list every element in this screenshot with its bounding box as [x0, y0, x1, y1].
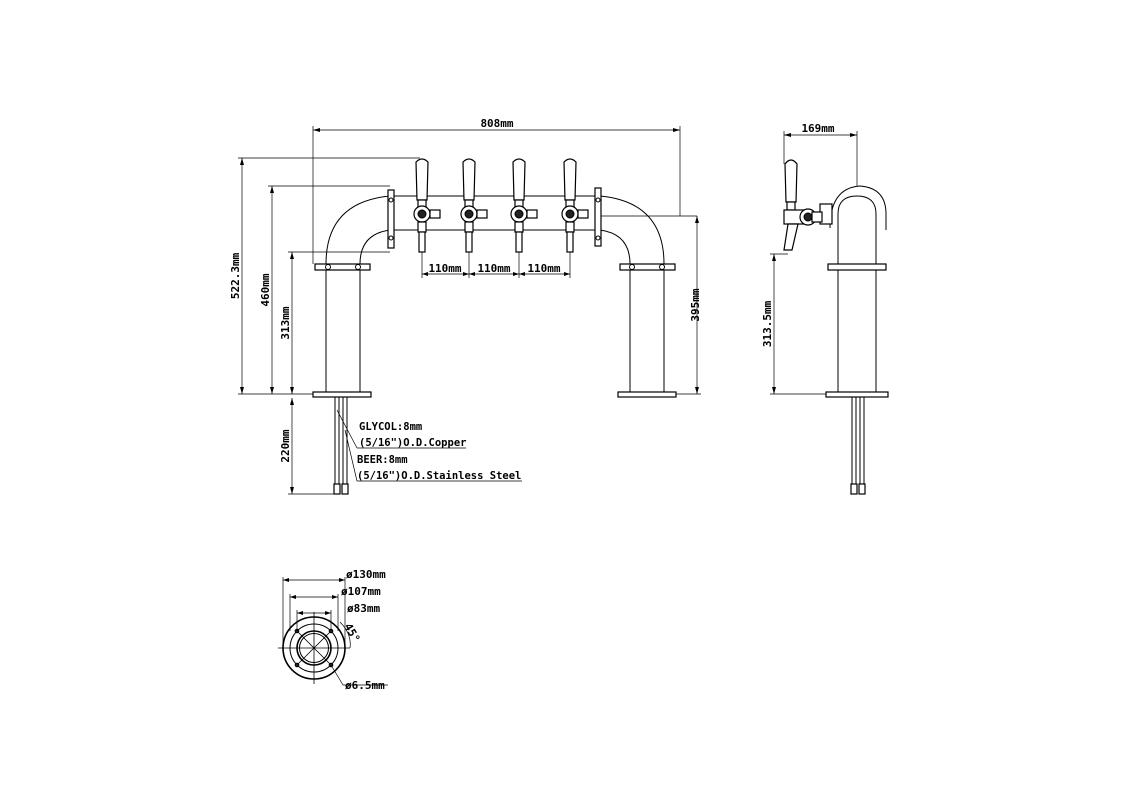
dim-flange-107: ø107mm	[289, 585, 381, 631]
dim-169-label: 169mm	[801, 122, 834, 135]
dim-460-label: 460mm	[259, 273, 272, 306]
dim-flange-hole: ø6.5mm	[330, 664, 388, 692]
dim-tap-spacing: 110mm 110mm 110mm	[421, 252, 571, 278]
dim-313-label: 313mm	[279, 306, 292, 339]
flange-view: ø130mm ø107mm ø83mm 45° ø6.5mm	[278, 568, 388, 692]
dim-shank-220: 220mm	[279, 398, 335, 495]
dim-width-808: 808mm	[312, 117, 681, 264]
tap-spacing-3: 110mm	[527, 262, 560, 275]
dia-107-label: ø107mm	[341, 585, 381, 598]
note-beer: BEER:8mm	[357, 454, 408, 466]
dim-height-522: 522.3mm	[229, 157, 420, 395]
dim-flange-angle: 45°	[339, 621, 363, 649]
tap-spacing-1: 110mm	[428, 262, 461, 275]
left-elbow	[325, 189, 395, 265]
right-elbow	[594, 187, 697, 265]
dim-808-label: 808mm	[480, 117, 513, 130]
dia-83-label: ø83mm	[347, 602, 380, 615]
tap-2	[460, 158, 488, 253]
dim-side-169: 169mm	[783, 122, 858, 186]
tap-1	[413, 158, 441, 253]
side-view: 169mm 313.5mm	[761, 122, 889, 495]
dim-522-label: 522.3mm	[229, 252, 242, 299]
tube-notes: GLYCOL:8mm (5/16")O.D.Copper BEER:8mm (5…	[336, 409, 522, 482]
dim-395-label: 395mm	[689, 288, 702, 321]
note-glycol: GLYCOL:8mm	[359, 421, 422, 433]
front-view: 808mm 522.3mm 460mm 313mm	[229, 117, 702, 495]
dim-height-395: 395mm	[676, 216, 702, 395]
note-glycol-spec: (5/16")O.D.Copper	[359, 437, 466, 449]
dim-313-5-label: 313.5mm	[761, 300, 774, 347]
note-beer-spec: (5/16")O.D.Stainless Steel	[357, 470, 521, 482]
dim-height-460: 460mm	[259, 185, 390, 394]
dim-220-label: 220mm	[279, 429, 292, 462]
dia-130-label: ø130mm	[346, 568, 386, 581]
shank-tubes	[333, 397, 349, 495]
dim-height-313: 313mm	[279, 251, 390, 394]
dim-flange-130: ø130mm	[282, 568, 386, 648]
left-column	[312, 263, 372, 398]
dim-side-313-5: 313.5mm	[761, 253, 826, 395]
tap-spacing-2: 110mm	[477, 262, 510, 275]
right-column	[617, 263, 677, 398]
tap-4	[561, 158, 589, 253]
dim-flange-83: ø83mm	[296, 602, 380, 631]
tap-3	[510, 158, 538, 253]
side-tap	[783, 159, 823, 251]
hole-6-5-label: ø6.5mm	[345, 679, 385, 692]
